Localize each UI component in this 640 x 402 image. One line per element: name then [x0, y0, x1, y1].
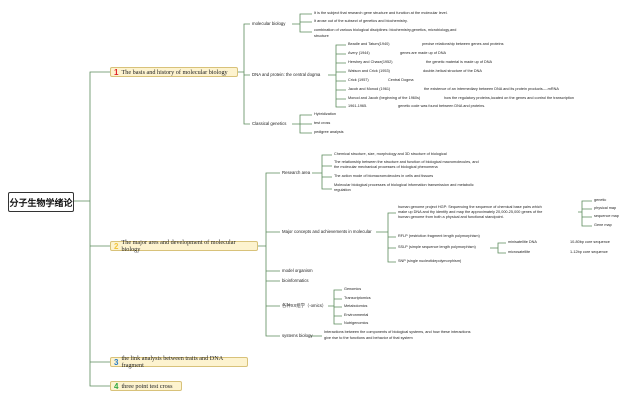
dogma-scientist[interactable]: Hershey and Chase(1952)	[348, 60, 393, 64]
connector-root	[72, 71, 110, 387]
connector-b2	[258, 172, 280, 337]
genetics-method[interactable]: pedigree analysis	[314, 130, 344, 134]
satellite-desc[interactable]: 10-80bp core sequence	[570, 240, 610, 244]
mb-item[interactable]: structure	[314, 34, 329, 38]
main-topic-2-label: The major ares and development of molecu…	[121, 239, 236, 253]
subtopic-dna-central-dogma[interactable]: DNA and protein: the central dogma	[252, 72, 321, 77]
research-item[interactable]: regulation	[334, 188, 351, 192]
subtopic-systems-biology[interactable]: systems biology	[282, 333, 313, 338]
connector-cg	[292, 114, 312, 134]
dogma-finding[interactable]: Central Dogma	[388, 78, 414, 82]
snp-item[interactable]: SNP (single nucleotidepolymorphism)	[398, 259, 462, 263]
dogma-finding[interactable]: the genetic material is made up of DNA	[426, 60, 493, 64]
dogma-finding[interactable]: double-helical structure of the DNA	[423, 69, 482, 73]
hgp-map-item[interactable]: sequence map	[594, 214, 619, 218]
dogma-scientist[interactable]: Monod and Jacob (beginning of the 1960s)	[348, 96, 421, 100]
hgp-map-item[interactable]: physical map	[594, 206, 617, 210]
main-topic-1-label: The basis and history of molecular biolo…	[121, 68, 228, 76]
omics-item[interactable]: Genomics	[344, 287, 362, 291]
hgp-map-item[interactable]: genetic	[594, 198, 607, 202]
sslp-item[interactable]: SSLP (simple sequence length polymorphis…	[398, 245, 476, 249]
dogma-scientist[interactable]: Jacob and Monod (1961)	[348, 87, 391, 91]
dogma-finding[interactable]: genetic code was found between DNA and p…	[398, 104, 486, 108]
research-item[interactable]: The action mode of biomacromolecules in …	[334, 174, 434, 178]
mb-item[interactable]: It is the subject that research gene str…	[314, 11, 448, 15]
dogma-scientist[interactable]: Beadle and Tatum(1940)	[348, 42, 390, 46]
main-topic-2[interactable]: 2 The major ares and development of mole…	[110, 239, 258, 253]
main-topic-1[interactable]: 1 The basis and history of molecular bio…	[110, 67, 238, 77]
research-item[interactable]: the molecular mechanical processes of bi…	[334, 165, 438, 169]
dogma-finding[interactable]: precise relationship between genes and p…	[422, 42, 504, 46]
main-topic-3-label: the link analysis between traits and DNA…	[121, 355, 223, 369]
number-badge-2: 2	[114, 241, 119, 251]
number-badge-4: 4	[114, 381, 119, 391]
systems-biology-item[interactable]: give rise to the functions and behavior …	[324, 336, 413, 340]
main-topic-4-label: three point test cross	[121, 382, 173, 390]
connector-dna	[328, 44, 346, 108]
dogma-scientist[interactable]: 1961-1965.	[348, 104, 368, 108]
mb-item[interactable]: combination of various biological discip…	[314, 28, 457, 32]
research-item[interactable]: Chemical structure, size, morphology and…	[334, 152, 447, 156]
connector-ra	[312, 154, 332, 190]
omics-item[interactable]: Environmental	[344, 313, 369, 317]
connector-b1	[238, 23, 250, 125]
dogma-finding[interactable]: how the regulatory proteins,located on t…	[444, 96, 575, 100]
subtopic-classical-genetics[interactable]: Classical genetics	[252, 121, 287, 126]
dogma-scientist[interactable]: Avery (1944)	[348, 51, 370, 55]
omics-item[interactable]: Transcriptomics	[344, 296, 371, 300]
satellite-desc[interactable]: 1-12bp core sequence	[570, 250, 608, 254]
omics-item[interactable]: Nutrigenomics	[344, 321, 369, 325]
research-item[interactable]: The relationship between the structure a…	[334, 160, 479, 164]
hgp-text[interactable]: make up DNA and thy identify and map the…	[398, 210, 543, 214]
number-badge-1: 1	[114, 67, 119, 77]
connector-mc	[376, 212, 396, 263]
subtopic-bioinformatics[interactable]: bioinformatics	[282, 278, 309, 283]
subtopic-omics[interactable]: 各种XX组学（-omics）	[282, 303, 327, 308]
mb-item[interactable]: It arose out of the subsect of genetics …	[314, 19, 408, 23]
number-badge-3: 3	[114, 357, 119, 367]
genetics-method[interactable]: Hybridization	[314, 112, 336, 116]
main-topic-3[interactable]: 3 the link analysis between traits and D…	[110, 355, 248, 369]
hgp-text[interactable]: human genome from both a physical and fu…	[398, 215, 504, 219]
connector-hgp	[578, 200, 592, 227]
subtopic-research-area[interactable]: Research area	[282, 170, 311, 175]
omics-item[interactable]: Metabolomics	[344, 304, 368, 308]
dogma-finding[interactable]: genes are made up of DNA	[400, 51, 447, 55]
systems-biology-item[interactable]: Interactions between the components of b…	[324, 330, 471, 334]
main-topic-4[interactable]: 4 three point test cross	[110, 381, 182, 391]
satellite-name[interactable]: minisatellite DNA	[508, 240, 537, 244]
root-topic[interactable]: 分子生物学绪论	[8, 192, 74, 212]
satellite-name[interactable]: microsatellite	[508, 250, 531, 254]
hgp-map-item[interactable]: Gene map	[594, 223, 612, 227]
connector-mb	[292, 13, 312, 33]
connector-omics	[328, 289, 342, 325]
subtopic-major-concepts[interactable]: Major concepts and achievements in molec…	[282, 229, 372, 234]
dogma-scientist[interactable]: Crick (1957)	[348, 78, 369, 82]
dogma-scientist[interactable]: Watson and Crick (1953)	[348, 69, 390, 73]
genetics-method[interactable]: test cross	[314, 121, 331, 125]
subtopic-molecular-biology[interactable]: molecular biology	[252, 21, 286, 26]
connector-ssr	[490, 242, 506, 254]
rflp-item[interactable]: RFLP (restriction fragment length polymo…	[398, 234, 480, 238]
research-item[interactable]: Molecular biological processes of biolog…	[334, 183, 474, 187]
hgp-text[interactable]: human genome project HGP: Sequencing the…	[398, 205, 542, 209]
subtopic-model-organism[interactable]: model organism	[282, 268, 313, 273]
dogma-finding[interactable]: the existence of an intermediary between…	[424, 87, 559, 91]
